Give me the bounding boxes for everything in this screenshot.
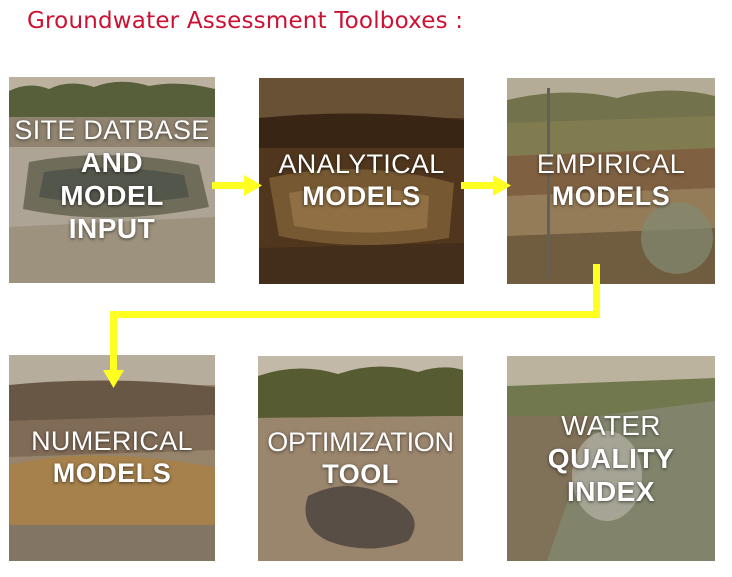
arrow-3-horizontal-shaft [118, 311, 600, 318]
tile-label-thin: WATER [561, 409, 661, 441]
tile-label-thin: EMPIRICAL [536, 149, 686, 180]
well-cross-section-illustration [507, 78, 715, 284]
open-pit-mine-photo [9, 355, 215, 561]
diagram-title: Groundwater Assessment Toolboxes : [27, 8, 464, 34]
lined-pond-photo [9, 77, 215, 283]
tile-label-bold: MODEL [60, 180, 164, 212]
irrigation-canal-photo [507, 356, 715, 561]
tile-water-quality-index: WATER QUALITY INDEX [507, 356, 715, 561]
tile-label-bold: AND [80, 147, 144, 179]
tile-label-bold: INPUT [68, 213, 156, 245]
tile-label-bold: MODELS [551, 181, 671, 211]
tile-numerical-models: NUMERICAL MODELS [9, 355, 215, 561]
tile-label-bold: QUALITY [547, 442, 675, 474]
tile-label-thin: NUMERICAL [31, 426, 193, 457]
tile-label-thin: ANALYTICAL [278, 149, 445, 180]
tile-label-bold: INDEX [566, 476, 656, 508]
tile-analytical-models: ANALYTICAL MODELS [259, 78, 464, 284]
tile-label-thin: OPTIMIZATION [267, 426, 454, 457]
tile-optimization-tool: OPTIMIZATION TOOL [258, 356, 463, 561]
tile-site-database: SITE DATBASE AND MODEL INPUT [9, 77, 215, 283]
tile-empirical-models: EMPIRICAL MODELS [507, 78, 715, 284]
tile-label-bold: MODELS [52, 458, 172, 488]
tile-label-bold: MODELS [302, 181, 421, 211]
arrow-1-to-2-shaft [212, 182, 247, 189]
excavation-pit-photo [259, 78, 464, 284]
arrow-2-to-3-shaft [461, 182, 496, 189]
tile-label-thin: SITE DATBASE [14, 114, 210, 145]
oil-slick-river-photo [258, 356, 463, 561]
tile-label-bold: TOOL [322, 458, 399, 489]
